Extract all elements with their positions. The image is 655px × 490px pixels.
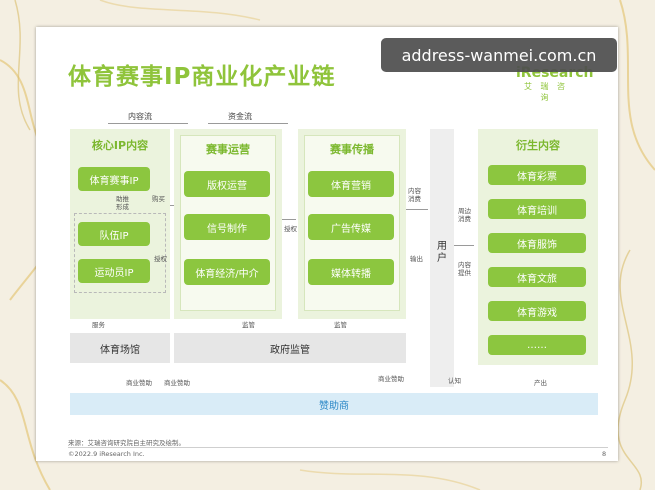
- edge-license-1: 授权: [154, 255, 167, 263]
- edge-supervise-1: 监管: [242, 321, 255, 329]
- ip-dashed-group: [74, 213, 166, 293]
- broadcast-item-2: 媒体转播: [308, 259, 394, 285]
- derivatives-item-3: 体育文旅: [488, 267, 586, 287]
- user-label: 用户: [437, 241, 447, 264]
- license-arrow: [282, 219, 296, 220]
- derivatives-item-0: 体育彩票: [488, 165, 586, 185]
- edge-content-provide: 内容提供: [458, 261, 471, 277]
- venue-box: 体育场馆: [70, 333, 170, 363]
- derivatives-item-1: 体育培训: [488, 199, 586, 219]
- derivatives-title: 衍生内容: [516, 139, 560, 152]
- edge-sponsor-1: 商业赞助: [126, 379, 152, 387]
- content-flow-arrow: [108, 123, 188, 124]
- page-number: 8: [602, 450, 607, 458]
- edge-purchase: 购买: [152, 195, 165, 203]
- derivatives-item-2: 体育服饰: [488, 233, 586, 253]
- copyright: ©2022.9 iResearch Inc.: [68, 450, 145, 458]
- event-ip-box: 体育赛事IP: [78, 167, 150, 191]
- gov-box: 政府监管: [174, 333, 406, 363]
- derivatives-item-4: 体育游戏: [488, 301, 586, 321]
- edge-supervise-2: 监管: [334, 321, 347, 329]
- capital-flow-arrow: [208, 123, 288, 124]
- user-column: [430, 129, 454, 387]
- edge-recognize: 认知: [448, 377, 461, 385]
- core-ip-title: 核心IP内容: [91, 139, 149, 152]
- source-note: 来源：艾瑞咨询研究院自主研究及绘制。: [68, 439, 185, 447]
- derivative-arrow: [454, 245, 474, 246]
- edge-output: 输出: [410, 255, 423, 263]
- consume-arrow: [406, 209, 428, 210]
- edge-sponsor-2: 商业赞助: [164, 379, 190, 387]
- footer-rule: [68, 447, 608, 448]
- edge-license-2: 授权: [284, 225, 297, 233]
- edge-peripheral-consume: 周边消费: [458, 207, 471, 223]
- edge-content-consume: 内容消费: [408, 187, 421, 203]
- sponsor-bar: 赞助商: [70, 393, 598, 415]
- content-flow-label: 内容流: [128, 112, 152, 121]
- operations-item-0: 版权运营: [184, 171, 270, 197]
- operations-item-2: 体育经济/中介: [184, 259, 270, 285]
- operations-title: 赛事运营: [206, 143, 250, 156]
- derivatives-item-5: ……: [488, 335, 586, 355]
- athlete-ip-box: 运动员IP: [78, 259, 150, 283]
- slide: 体育赛事IP商业化产业链 iResearch 艾 瑞 咨 询 内容流 资金流 核…: [36, 27, 618, 461]
- broadcast-title: 赛事传播: [330, 143, 374, 156]
- edge-service: 服务: [92, 321, 105, 329]
- brand-cn-text: 艾 瑞 咨 询: [523, 82, 569, 102]
- page-title: 体育赛事IP商业化产业链: [68, 64, 336, 90]
- url-watermark: address-wanmei.com.cn: [381, 38, 617, 72]
- capital-flow-label: 资金流: [228, 112, 252, 121]
- broadcast-item-0: 体育营销: [308, 171, 394, 197]
- team-ip-box: 队伍IP: [78, 222, 150, 246]
- broadcast-item-1: 广告传媒: [308, 214, 394, 240]
- assist-label: 助推形成: [116, 195, 129, 211]
- edge-output-2: 产出: [534, 379, 547, 387]
- operations-item-1: 信号制作: [184, 214, 270, 240]
- edge-sponsor-3: 商业赞助: [378, 375, 404, 383]
